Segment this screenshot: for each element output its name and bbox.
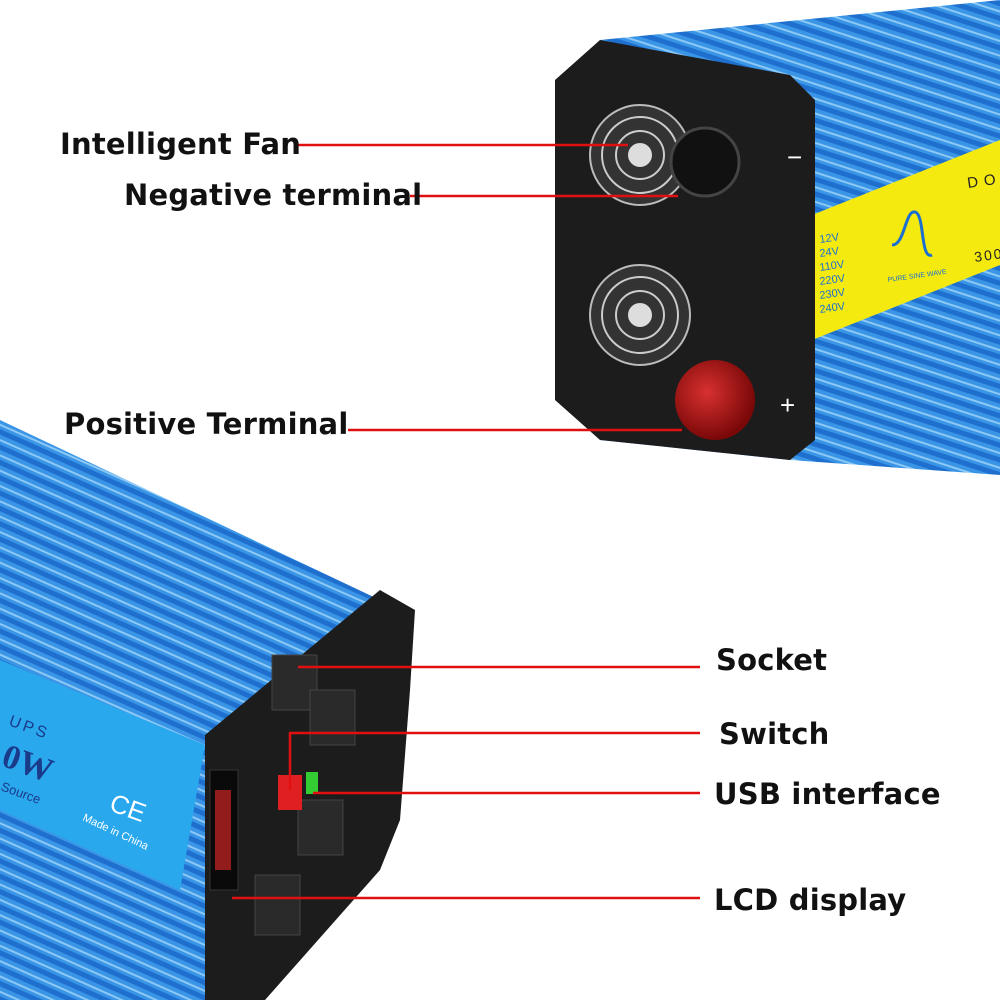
sine-wave-icon <box>891 210 933 257</box>
leader-lines <box>232 143 700 900</box>
fan-lower <box>589 264 691 366</box>
blue-label <box>0 660 205 890</box>
plus-sign: + <box>780 390 795 420</box>
label-intelligent-fan: Intelligent Fan <box>60 127 302 161</box>
bottom-inverter: UPS 0W Source CE Made in China <box>0 420 415 1000</box>
yellow-label <box>812 140 1000 340</box>
voltage-list: 12V 24V 110V 220V 230V 240V <box>819 231 847 316</box>
leader-switch <box>288 731 700 790</box>
brand-text: DO <box>966 170 1000 192</box>
label-negative-terminal: Negative terminal <box>124 178 423 212</box>
lcd-digits <box>215 790 231 870</box>
usb-port <box>306 772 318 794</box>
bottom-housing <box>0 420 380 1000</box>
label-usb-interface: USB interface <box>714 777 941 811</box>
positive-terminal-knob <box>675 360 755 440</box>
voltage-12v: 12V <box>819 231 841 246</box>
socket-4 <box>254 874 301 936</box>
voltage-220v: 220V <box>819 272 847 288</box>
label-positive-terminal: Positive Terminal <box>64 407 349 441</box>
fan-upper <box>589 104 691 206</box>
negative-terminal-knob <box>669 126 741 198</box>
power-text: 300 <box>973 245 1000 265</box>
socket-2 <box>309 689 356 746</box>
label-socket: Socket <box>716 643 828 677</box>
voltage-230v: 230V <box>819 286 847 302</box>
minus-sign: − <box>787 142 802 172</box>
voltage-24v: 24V <box>819 245 841 260</box>
voltage-240v: 240V <box>819 300 847 316</box>
voltage-110v: 110V <box>819 259 846 274</box>
label-switch: Switch <box>719 717 830 751</box>
socket-3 <box>297 799 344 856</box>
top-inverter: 12V 24V 110V 220V 230V 240V PURE SINE WA… <box>555 0 1000 475</box>
label-lcd-display: LCD display <box>714 883 907 917</box>
